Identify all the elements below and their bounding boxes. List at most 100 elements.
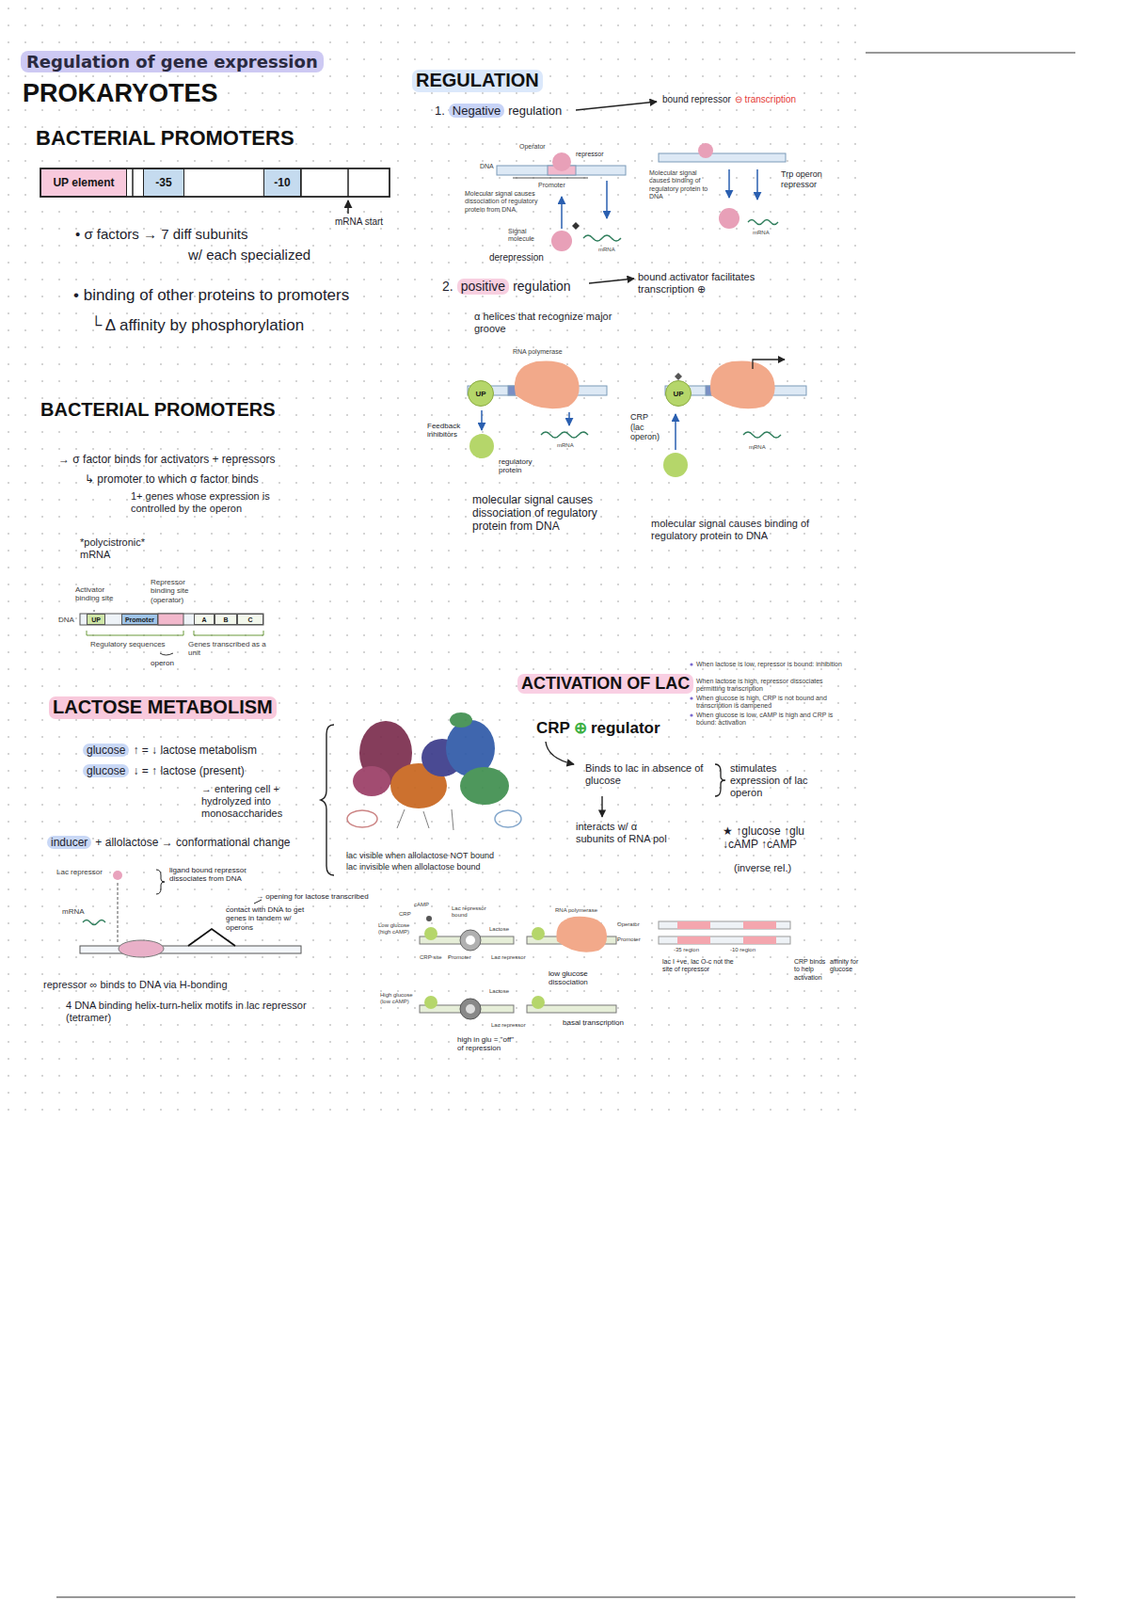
diagram-label: DNA bbox=[58, 615, 75, 624]
box-text: -35 bbox=[155, 175, 172, 190]
note-text: ⊖ transcription bbox=[734, 94, 796, 106]
note-text: affinity for glucose bbox=[829, 957, 862, 974]
diagram-label: When lactose is low, repressor is bound:… bbox=[696, 660, 847, 668]
note-text: w/ each specialized bbox=[188, 246, 311, 264]
note-text: Negative bbox=[448, 103, 505, 118]
promoter-box: Promoter bbox=[121, 613, 159, 625]
note-text: high in glu = "off" of repression bbox=[457, 1034, 516, 1053]
minus10-box: -10 bbox=[263, 168, 302, 197]
diagram-label: Regulatory sequences bbox=[90, 639, 180, 649]
diagram-label: DNA bbox=[479, 162, 494, 171]
box-text: UP bbox=[475, 389, 486, 398]
note-text: low glucose dissociation bbox=[548, 969, 607, 987]
section-heading: regulator bbox=[590, 718, 661, 738]
diagram-label: Lactose bbox=[489, 987, 509, 995]
diagram-label: RNA polymerase bbox=[512, 348, 563, 356]
note-text: derepression bbox=[489, 252, 544, 264]
page-title: Regulation of gene expression bbox=[20, 50, 324, 73]
diagram-label: Molecular signal causes dissociation of … bbox=[464, 190, 539, 214]
note-text: regulation bbox=[508, 103, 562, 118]
up-element-box: UP element bbox=[40, 168, 128, 197]
box-text: C bbox=[247, 616, 253, 623]
diagram-label: Promoter bbox=[447, 954, 472, 961]
note-text: contact with DNA to get genes in tandem … bbox=[225, 905, 316, 932]
diagram-label: mRNA bbox=[598, 246, 616, 254]
minus35-box: -35 bbox=[143, 168, 185, 197]
diagram-label: Genes transcribed as a unit bbox=[188, 639, 273, 658]
diagram-label: -10 region bbox=[730, 946, 756, 954]
note-text: Binds to lac in absence of glucose bbox=[585, 762, 713, 787]
diagram-label: CRP site bbox=[419, 954, 443, 961]
section-heading: PROKARYOTES bbox=[22, 79, 219, 110]
note-text: regulatory protein bbox=[498, 457, 556, 476]
note-text: basal transcription bbox=[562, 1017, 624, 1027]
note-text: operon bbox=[150, 658, 175, 668]
diagram-label: RNA polymerase bbox=[555, 906, 598, 914]
diagram-label: Promoter bbox=[538, 181, 566, 190]
note-text: lac I +ve, lac O-c not the site of repre… bbox=[662, 957, 743, 974]
diagram-label: Lac repressor bbox=[491, 954, 526, 961]
note-text: repressor ∞ binds to DNA via H-bonding bbox=[43, 978, 228, 991]
diagram-label: Lac repressor bound bbox=[451, 905, 493, 919]
diagram-label: When lactose is high, repressor dissocia… bbox=[696, 677, 847, 694]
diagram-label: Activator binding site bbox=[75, 585, 125, 604]
diagram-label: -35 region bbox=[673, 946, 700, 954]
diagram-label: Operator bbox=[617, 921, 640, 928]
section-heading: BACTERIAL PROMOTERS bbox=[40, 398, 276, 422]
section-heading: CRP bbox=[536, 718, 571, 738]
box-text: B bbox=[222, 616, 228, 623]
note-text: *polycistronic* mRNA bbox=[79, 536, 165, 561]
note-text: interacts w/ α subunits of RNA pol bbox=[575, 820, 670, 845]
note-text: • σ factors → 7 diff subunits bbox=[75, 225, 248, 243]
box-text: Promoter bbox=[125, 616, 155, 623]
gene-box: C bbox=[237, 613, 264, 625]
gene-box: A bbox=[193, 613, 215, 625]
note-text: stimulates expression of lac operon bbox=[730, 762, 825, 799]
note-text: 4 DNA binding helix-turn-helix motifs in… bbox=[65, 999, 320, 1024]
note-text: inducer bbox=[47, 835, 92, 849]
note-text: regulation bbox=[512, 278, 572, 295]
diagram-label: Molecular signal causes binding of regul… bbox=[649, 169, 717, 201]
diagram-label: mRNA bbox=[752, 229, 770, 237]
note-text: glucose bbox=[82, 743, 129, 757]
note-text: repressor bbox=[575, 150, 605, 159]
section-heading: REGULATION bbox=[412, 69, 543, 93]
diagram-label: CRP bbox=[398, 910, 412, 918]
note-text: → opening for lactose transcribed bbox=[255, 891, 383, 901]
note-text: bound activator facilitates transcriptio… bbox=[637, 270, 798, 296]
diagram-label: When glucose is high, CRP is not bound a… bbox=[696, 694, 847, 711]
diagram-label: mRNA bbox=[748, 444, 766, 451]
box-text: -10 bbox=[273, 175, 290, 190]
note-text: → entering cell + hydrolyzed into monosa… bbox=[201, 782, 315, 820]
note-text: α helices that recognize major groove bbox=[474, 310, 625, 335]
diagram-label: mRNA bbox=[556, 442, 574, 449]
note-text: + allolactose → conformational change bbox=[95, 835, 290, 849]
box-text: UP element bbox=[52, 175, 114, 190]
diagram-label: Operator bbox=[519, 143, 546, 151]
note-text: ↑ = ↓ lactose metabolism bbox=[132, 743, 257, 757]
diagram-label: Repressor binding site (operator) bbox=[150, 577, 209, 605]
note-text: 1+ genes whose expression is controlled … bbox=[130, 490, 310, 515]
up-site-circle: UP bbox=[665, 380, 692, 407]
section-heading: BACTERIAL PROMOTERS bbox=[35, 126, 295, 151]
note-text: mRNA start bbox=[334, 216, 392, 228]
diagram-label: Lac repressor bbox=[491, 1021, 526, 1029]
note-text: └ Δ affinity by phosphorylation bbox=[90, 316, 304, 335]
note-text: 1. bbox=[434, 103, 446, 118]
note-text: molecular signal causes binding of regul… bbox=[651, 517, 849, 542]
note-text: • binding of other proteins to promoters bbox=[73, 286, 350, 305]
up-box: UP bbox=[86, 613, 106, 625]
note-text: glucose bbox=[82, 763, 129, 778]
note-text: ↓ = ↑ lactose (present) bbox=[132, 763, 244, 778]
up-site-circle: UP bbox=[467, 380, 494, 407]
note-text: molecular signal causes dissociation of … bbox=[472, 492, 628, 533]
box-text: UP bbox=[672, 389, 684, 398]
note-text: 2. bbox=[442, 278, 454, 295]
note-text: CRP binds to help activation bbox=[794, 957, 828, 982]
section-heading: ACTIVATION OF LAC bbox=[517, 673, 694, 694]
note-text: lac visible when allolactose NOT bound bbox=[346, 850, 494, 861]
diagram-label: Low glucose (high cAMP) bbox=[378, 922, 416, 936]
box-text: UP bbox=[91, 616, 101, 623]
section-heading: ⊕ bbox=[573, 718, 588, 738]
box-text: A bbox=[201, 616, 207, 623]
